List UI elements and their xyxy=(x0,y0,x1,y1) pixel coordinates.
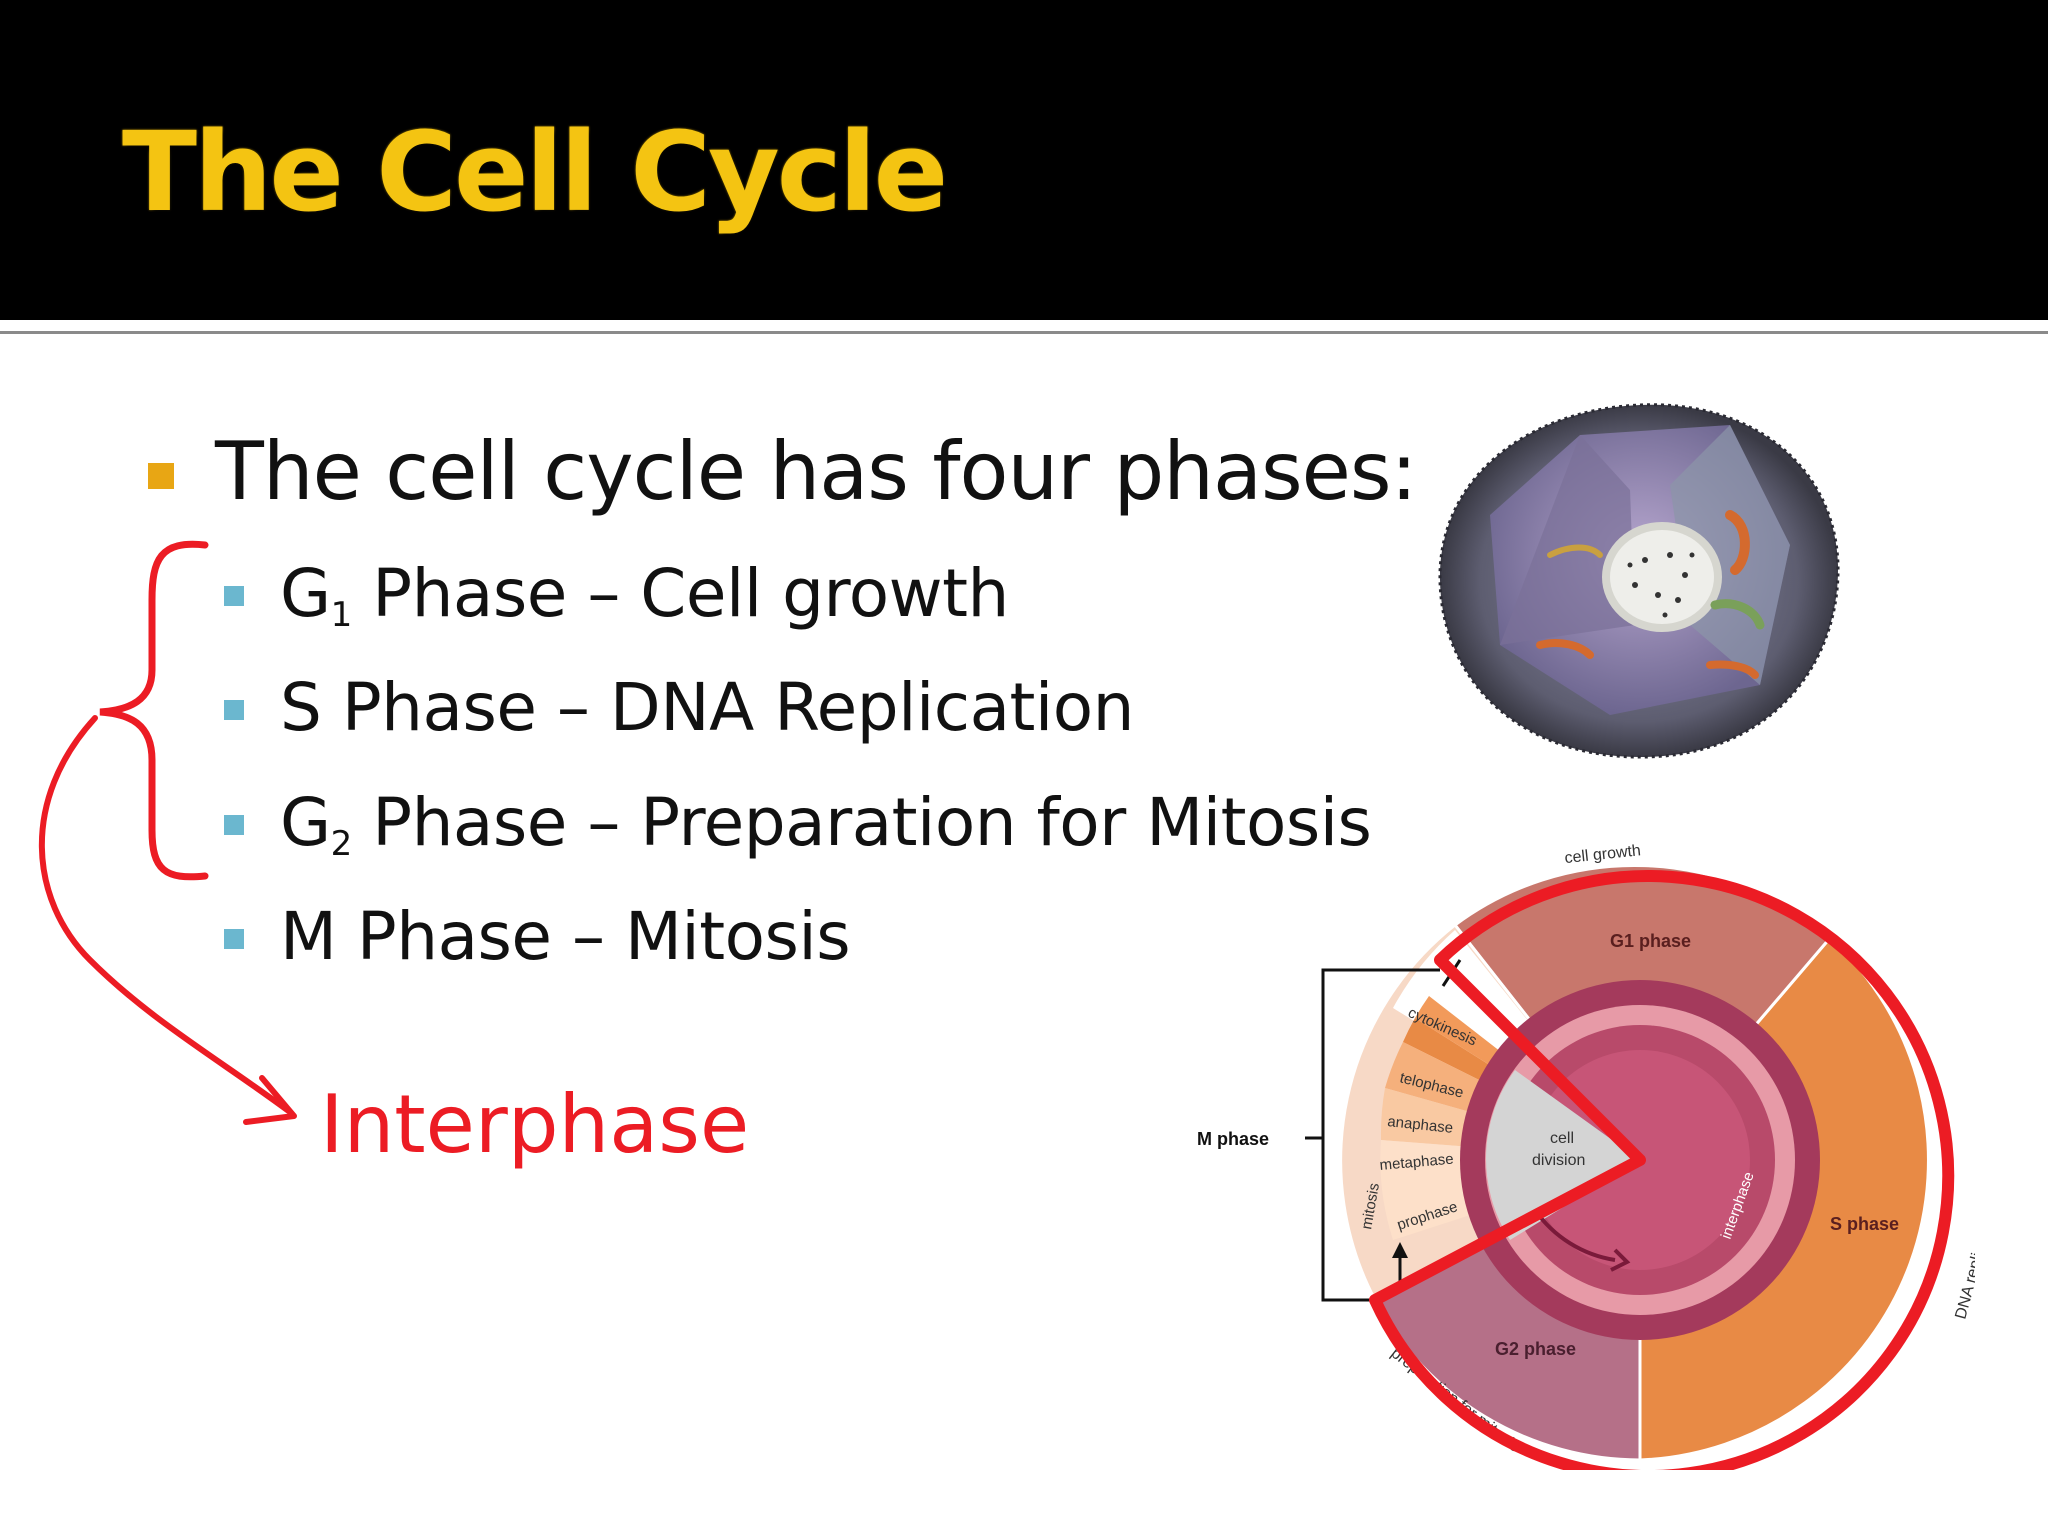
phase-item-m: M Phase – Mitosis xyxy=(280,898,851,975)
phase-bullet-icon xyxy=(224,929,244,949)
phase-letter: M xyxy=(280,898,337,975)
s-phase-label: S phase xyxy=(1830,1214,1899,1234)
phase-bullet-icon xyxy=(224,815,244,835)
anaphase-label: anaphase xyxy=(1387,1113,1454,1137)
phase-bullet-icon xyxy=(224,700,244,720)
phase-description: Phase – DNA Replication xyxy=(321,669,1135,746)
g1-phase-label: G1 phase xyxy=(1610,931,1691,951)
cell-label: cell xyxy=(1550,1130,1574,1147)
cell-growth-label: cell growth xyxy=(1564,842,1642,867)
phase-subscript: 2 xyxy=(330,824,353,864)
arrow-head-icon xyxy=(243,1075,297,1125)
phase-description: Phase – Cell growth xyxy=(351,555,1009,632)
division-label: division xyxy=(1532,1152,1585,1169)
phase-letter: G xyxy=(280,555,331,632)
metaphase-label: metaphase xyxy=(1379,1151,1454,1174)
curly-brace-icon xyxy=(99,540,209,881)
slide-title: The Cell Cycle xyxy=(122,108,948,236)
curved-arrow-icon xyxy=(38,715,293,1115)
phase-description: Phase – Mitosis xyxy=(336,898,851,975)
phase-description: Phase – Preparation for Mitosis xyxy=(351,784,1372,861)
title-divider xyxy=(0,331,2048,334)
interphase-annotation: Interphase xyxy=(320,1078,750,1171)
main-bullet-text: The cell cycle has four phases: xyxy=(215,425,1417,518)
title-bar xyxy=(0,0,2048,320)
phase-letter: G xyxy=(280,784,331,861)
cell-cycle-diagram-icon: G1 phase S phase G2 phase M phase cell g… xyxy=(1197,842,1975,1470)
phase-letter: S xyxy=(280,669,322,746)
phase-bullet-icon xyxy=(224,586,244,606)
phase-item-s: S Phase – DNA Replication xyxy=(280,669,1134,746)
m-phase-label: M phase xyxy=(1197,1129,1269,1149)
g2-phase-label: G2 phase xyxy=(1495,1339,1576,1359)
level1-bullet-icon xyxy=(148,463,174,489)
cell-illustration-icon xyxy=(1438,403,1840,759)
phase-item-g1: G1 Phase – Cell growth xyxy=(280,555,1009,635)
phase-item-g2: G2 Phase – Preparation for Mitosis xyxy=(280,784,1372,864)
dna-replication-label: DNA replication xyxy=(1952,1210,1975,1321)
phase-subscript: 1 xyxy=(330,595,353,635)
interphase-highlight-outline xyxy=(1369,870,1955,1470)
